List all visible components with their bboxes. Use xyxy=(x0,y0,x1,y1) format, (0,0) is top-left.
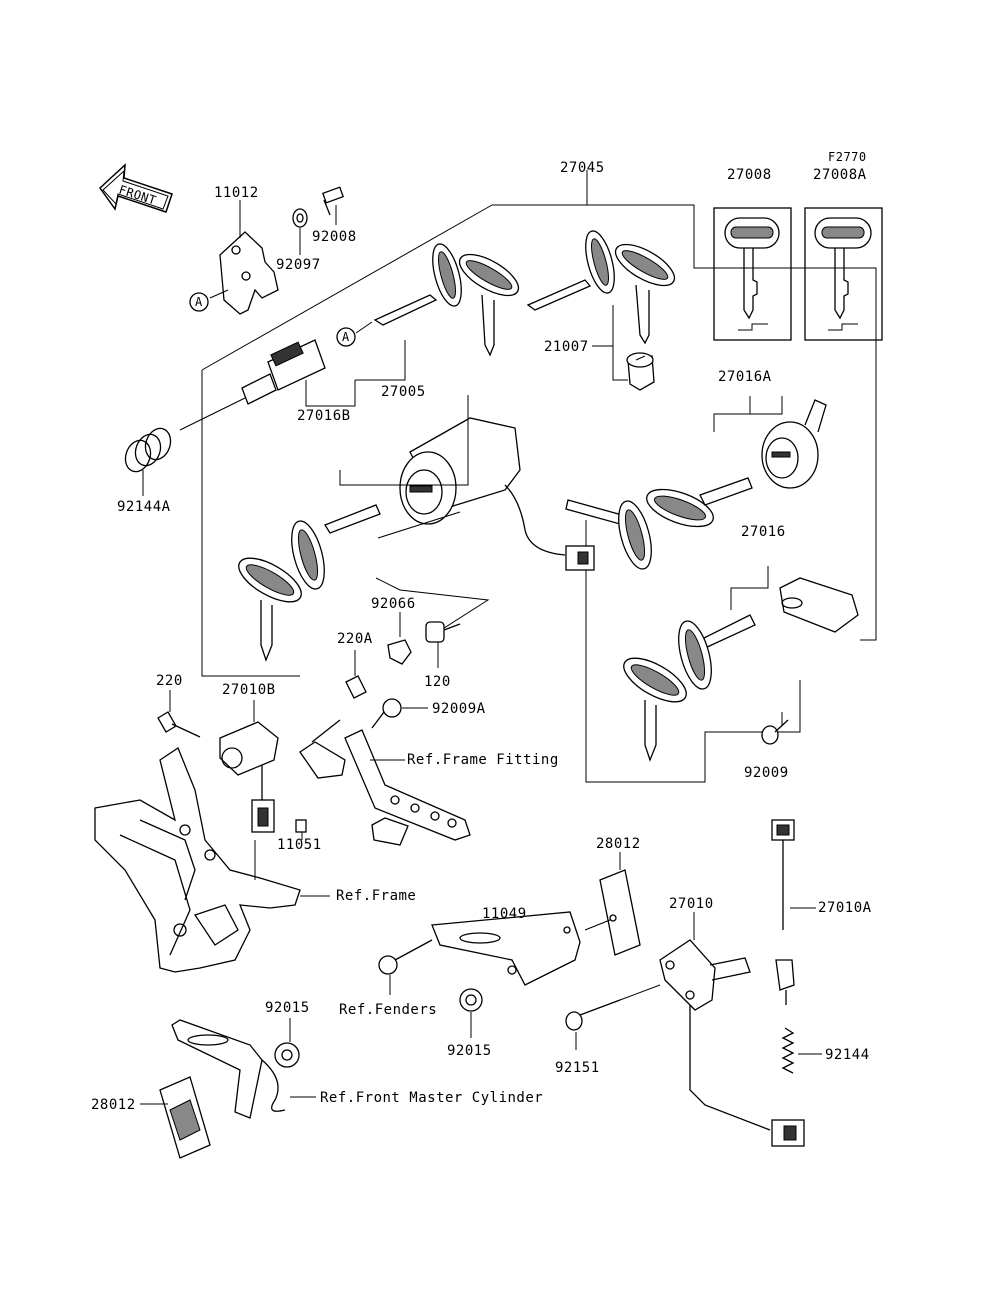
screw-120 xyxy=(375,577,490,668)
spring-92144 xyxy=(781,1027,822,1074)
front-arrow-icon: FRONT xyxy=(99,163,173,213)
pad-28012-upper xyxy=(599,852,641,956)
svg-text:A: A xyxy=(342,330,350,344)
label-28012-upper: 28012 xyxy=(596,836,641,852)
label-27045: 27045 xyxy=(560,160,605,176)
bracket-11051 xyxy=(295,719,346,840)
nut-92015-middle xyxy=(459,988,483,1038)
ref-circle-a-right: A xyxy=(336,321,373,347)
label-27010A: 27010A xyxy=(818,900,872,916)
washer-92097 xyxy=(292,208,308,255)
bracket-11049 xyxy=(431,911,611,986)
bolt-92008 xyxy=(321,186,345,225)
switch-27010B xyxy=(219,700,279,833)
screw-92009 xyxy=(761,712,789,745)
label-28012-lower: 28012 xyxy=(91,1097,136,1113)
bracket-11012 xyxy=(219,200,279,315)
cap-92066 xyxy=(387,612,412,665)
pad-28012-lower xyxy=(140,1076,211,1159)
label-11049: 11049 xyxy=(482,906,527,922)
nut-92015-left xyxy=(274,1018,300,1068)
label-21007: 21007 xyxy=(544,339,589,355)
bolt-fenders xyxy=(378,939,433,995)
key-pair-27005 xyxy=(355,243,520,381)
label-92009A: 92009A xyxy=(432,701,486,717)
diagram-code: F2770 xyxy=(828,150,867,164)
label-92008: 92008 xyxy=(312,229,357,245)
label-27008: 27008 xyxy=(727,167,772,183)
label-92151: 92151 xyxy=(555,1060,600,1076)
label-27008A: 27008A xyxy=(813,167,867,183)
label-92097: 92097 xyxy=(276,257,321,273)
label-92009: 92009 xyxy=(744,765,789,781)
label-120: 120 xyxy=(424,674,451,690)
label-ref-frame: Ref.Frame xyxy=(336,888,416,904)
label-27005: 27005 xyxy=(381,384,426,400)
lock-cylinder-27016B xyxy=(179,339,356,431)
spring-92144A xyxy=(124,427,172,496)
label-92066: 92066 xyxy=(371,596,416,612)
ignition-switch-main xyxy=(377,417,595,571)
label-11051: 11051 xyxy=(277,837,322,853)
bolt-92151 xyxy=(565,984,661,1050)
label-92144: 92144 xyxy=(825,1047,870,1063)
label-27016A: 27016A xyxy=(718,369,772,385)
key-box-27008A xyxy=(804,207,883,341)
label-92144A: 92144A xyxy=(117,499,171,515)
key-pair-21007 xyxy=(526,230,676,391)
label-27010B: 27010B xyxy=(222,682,276,698)
key-set-outline xyxy=(201,170,877,783)
lock-27016A xyxy=(713,396,827,489)
ref-circle-a-left: A xyxy=(189,289,229,312)
svg-text:A: A xyxy=(195,295,203,309)
label-220A: 220A xyxy=(337,631,373,647)
label-ref-front-master-cylinder: Ref.Front Master Cylinder xyxy=(320,1090,543,1106)
switch-27010 xyxy=(659,912,805,1147)
bracket-front-master-cylinder xyxy=(171,1019,316,1119)
screw-220A xyxy=(345,650,367,699)
frame xyxy=(94,747,330,973)
label-ref-fenders: Ref.Fenders xyxy=(339,1002,437,1018)
key-box-27008 xyxy=(713,207,792,341)
label-27016: 27016 xyxy=(741,524,786,540)
label-92015-left: 92015 xyxy=(265,1000,310,1016)
screw-92009A xyxy=(371,698,428,729)
frame-fitting-bracket xyxy=(344,729,471,846)
label-27010: 27010 xyxy=(669,896,714,912)
label-ref-frame-fitting: Ref.Frame Fitting xyxy=(407,752,559,768)
label-92015-middle: 92015 xyxy=(447,1043,492,1059)
switch-27010A xyxy=(771,819,816,1005)
bolt-220 xyxy=(157,690,201,738)
label-27016B: 27016B xyxy=(297,408,351,424)
label-220: 220 xyxy=(156,673,183,689)
lock-27016 xyxy=(623,566,859,762)
key-pair-lower-left xyxy=(238,395,469,662)
label-11012: 11012 xyxy=(214,185,259,201)
key-pair-right-upper xyxy=(565,477,753,570)
